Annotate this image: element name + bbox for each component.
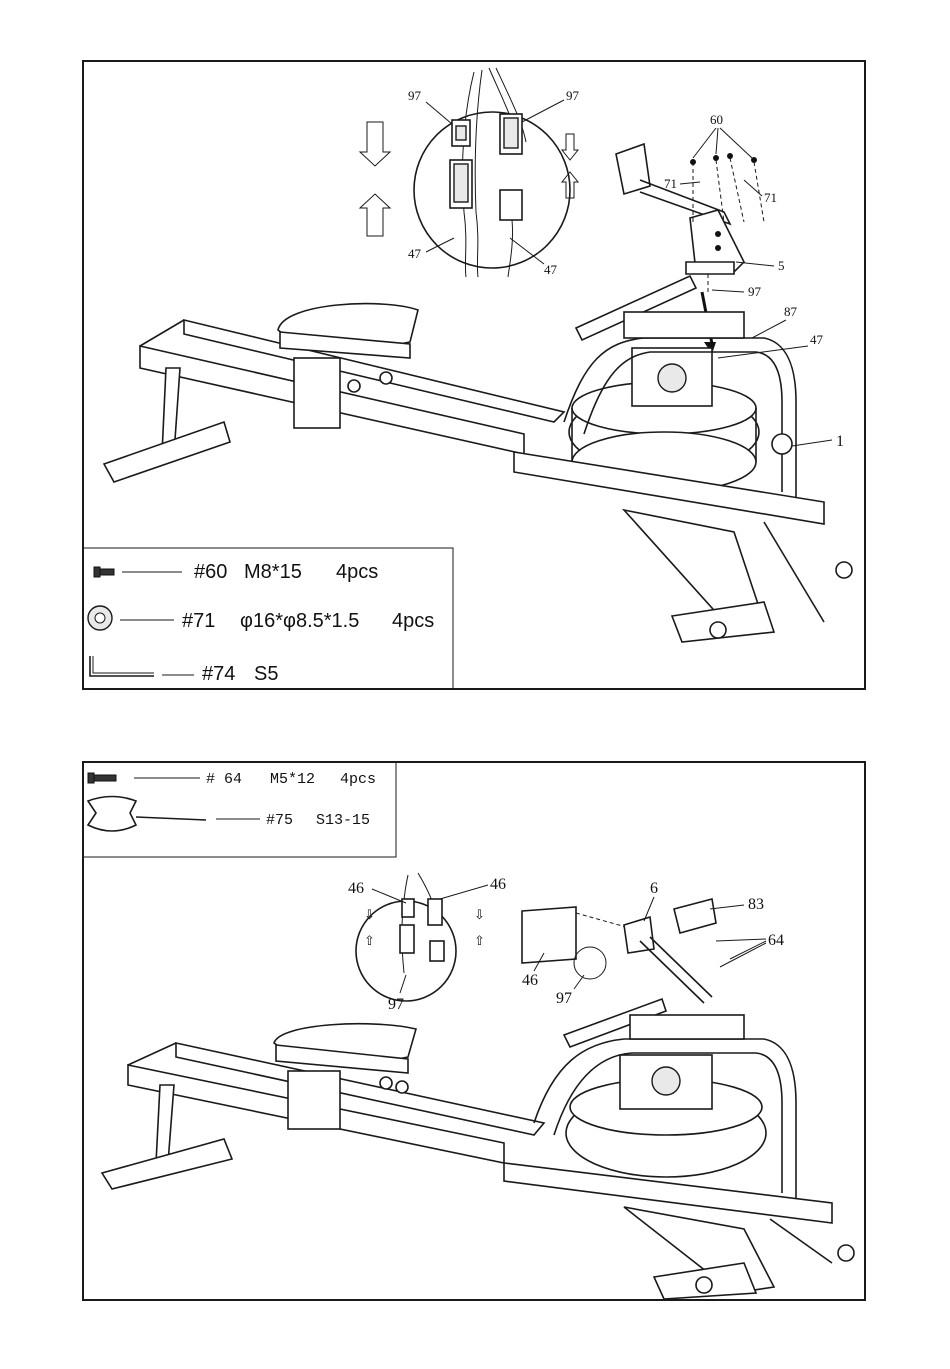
monitor-arm-assembly xyxy=(616,144,764,294)
hw-64-id: # 64 xyxy=(206,771,242,788)
hw-74-id: #74 xyxy=(202,663,235,685)
hw-60-spec: M8*15 xyxy=(244,561,302,583)
hw-74-spec: S5 xyxy=(254,663,278,685)
step-2-panel: # 64 M5*12 4pcs #75 S13-15 ⇩ ⇧ ⇩ ⇧ xyxy=(82,761,866,1301)
hw-71-id: #71 xyxy=(182,610,215,632)
callout-97-a-2: 97 xyxy=(388,996,404,1013)
callout-5: 5 xyxy=(778,258,785,273)
callout-71-b: 71 xyxy=(764,190,777,205)
screw-icon xyxy=(88,773,116,783)
callout-97-b-2: 97 xyxy=(556,990,572,1007)
connector-detail-circle xyxy=(414,68,570,277)
allen-key-icon xyxy=(90,656,154,676)
hardware-legend-2: # 64 M5*12 4pcs #75 S13-15 xyxy=(84,763,396,857)
bolt-icon xyxy=(94,567,114,577)
callout-46-c: 46 xyxy=(522,972,538,989)
callout-47-a: 47 xyxy=(408,246,422,261)
hw-71-qty: 4pcs xyxy=(392,610,434,632)
callout-6: 6 xyxy=(650,880,658,897)
callout-97-c: 97 xyxy=(748,284,762,299)
step-2-diagram: # 64 M5*12 4pcs #75 S13-15 ⇩ ⇧ ⇩ ⇧ xyxy=(84,763,864,1299)
arrow-down-glyph: ⇩ xyxy=(364,907,375,922)
callout-87: 87 xyxy=(784,304,798,319)
callout-60: 60 xyxy=(710,112,723,127)
step-1-diagram: #60 M8*15 4pcs #71 φ16*φ8.5*1.5 4pcs #74… xyxy=(84,62,864,688)
callout-83: 83 xyxy=(748,896,764,913)
arrow-down-glyph-2: ⇩ xyxy=(474,907,485,922)
monitor-assembly xyxy=(522,899,716,1003)
callout-71-a: 71 xyxy=(664,176,677,191)
step-1-panel: #60 M8*15 4pcs #71 φ16*φ8.5*1.5 4pcs #74… xyxy=(82,60,866,690)
hw-71-spec: φ16*φ8.5*1.5 xyxy=(240,610,359,632)
hw-60-qty: 4pcs xyxy=(336,561,378,583)
callout-1: 1 xyxy=(836,433,844,450)
callout-47-b: 47 xyxy=(544,262,558,277)
hw-64-qty: 4pcs xyxy=(340,771,376,788)
callout-46-a: 46 xyxy=(348,880,364,897)
hw-64-spec: M5*12 xyxy=(270,771,315,788)
arrow-up-glyph: ⇧ xyxy=(364,933,375,948)
hw-75-id: #75 xyxy=(266,812,293,829)
connector-detail-circle-2: ⇩ ⇧ ⇩ ⇧ xyxy=(356,873,485,1001)
washer-icon xyxy=(88,606,112,630)
wrench-icon xyxy=(88,797,206,832)
hardware-legend-1: #60 M8*15 4pcs #71 φ16*φ8.5*1.5 4pcs #74… xyxy=(84,548,453,688)
callout-97-a: 97 xyxy=(408,88,422,103)
rowing-machine-frame xyxy=(104,276,852,642)
arrow-up-glyph-2: ⇧ xyxy=(474,933,485,948)
callout-64: 64 xyxy=(768,932,784,949)
callout-47-c: 47 xyxy=(810,332,824,347)
hw-75-spec: S13-15 xyxy=(316,812,370,829)
callout-46-b: 46 xyxy=(490,876,506,893)
hw-60-id: #60 xyxy=(194,561,227,583)
rowing-machine-frame-2 xyxy=(102,999,854,1299)
callout-97-b: 97 xyxy=(566,88,580,103)
